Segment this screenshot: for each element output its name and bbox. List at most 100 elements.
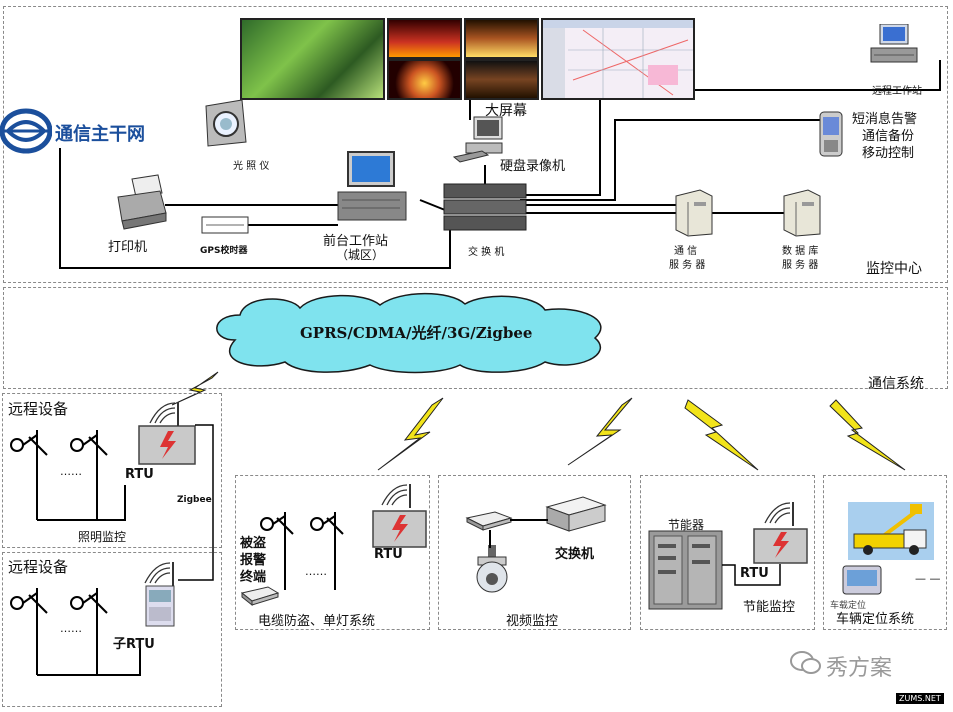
vehicle-gps-label: 车载定位: [830, 601, 867, 611]
wireless-signal-icon-2: [144, 562, 174, 586]
printer-icon: [112, 173, 170, 231]
video-wall: [240, 18, 695, 100]
bolt-icon-4: [684, 399, 759, 471]
remote-device-title-1: 远程设备: [8, 400, 69, 418]
network-switch-icon: [545, 495, 607, 535]
wireless-signal-icon-4: [764, 502, 794, 526]
switch-stack-icon: [442, 182, 528, 234]
network-cloud: [216, 292, 602, 374]
screen-night-river: [464, 59, 539, 100]
alarm-terminal-line3: 终端: [240, 570, 267, 585]
cloud-label: GPRS/CDMA/光纤/3G/Zigbee: [300, 324, 533, 342]
remote-device-box-1: [2, 393, 222, 548]
remote-device-title-2: 远程设备: [8, 558, 69, 576]
camera-switch-icon: [465, 510, 513, 532]
video-monitor-box: [438, 475, 631, 630]
gps-clock-label: GPS校时器: [200, 246, 248, 256]
front-workstation-line2: （城区）: [336, 248, 385, 262]
remote-device-box-2: [2, 552, 222, 707]
cable-caption: 电缆防盗、单灯系统: [258, 614, 376, 629]
energy-cabinet-icon: [648, 530, 723, 610]
remote-dots-2: ……: [60, 622, 82, 635]
dome-camera-icon: [472, 545, 512, 595]
remote-workstation-label: 远程工作站: [872, 86, 922, 97]
bolt-icon-5: [829, 399, 906, 471]
alarm-terminal-line1: 被盗: [240, 536, 267, 551]
wireless-signal-icon-3: [381, 484, 411, 508]
wireless-signal-icon-1: [149, 402, 179, 426]
bolt-icon-2: [377, 397, 444, 471]
printer-label: 打印机: [108, 240, 148, 255]
alarm-box-icon: [240, 585, 280, 607]
aerial-truck-icon: [848, 502, 934, 560]
cable-dots: ……: [305, 565, 327, 578]
comm-system-label: 通信系统: [868, 376, 924, 392]
bolt-icon-3: [567, 397, 633, 466]
front-workstation-icon: [336, 150, 408, 222]
video-caption: 视频监控: [506, 614, 559, 629]
switch-label: 交 换 机: [468, 247, 505, 258]
vehicle-positioning-box: [823, 475, 947, 630]
backbone-label: 通信主干网: [55, 124, 145, 145]
screen-night-dome: [387, 59, 462, 100]
wechat-icon: [790, 650, 822, 676]
photometer-label: 光 照 仪: [233, 161, 270, 172]
energy-saving-box: [640, 475, 815, 630]
sub-rtu-label: 子RTU: [113, 637, 155, 652]
photometer-icon: [198, 98, 250, 150]
video-switch-label: 交换机: [555, 547, 595, 562]
db-server-icon: [780, 188, 824, 238]
energy-caption: 节能监控: [743, 600, 796, 615]
monitor-center-zone: [3, 6, 948, 283]
map-graphic: [543, 20, 693, 98]
dvr-icon: [452, 115, 507, 170]
big-screen-label: 大屏幕: [485, 103, 527, 119]
screen-forest: [240, 18, 385, 100]
sub-rtu-meter-icon: [145, 585, 175, 627]
screen-night-tower: [387, 18, 462, 59]
mobile-phone-icon: [818, 110, 844, 158]
street-lights-1: [10, 430, 126, 521]
lighting-monitor-label: 照明监控: [78, 530, 127, 544]
remote-dots-1: ……: [60, 465, 82, 478]
monitor-center-label: 监控中心: [866, 261, 922, 277]
backbone-logo-icon: [0, 108, 53, 154]
screen-night-city: [464, 18, 539, 59]
zigbee-label: Zigbee: [177, 495, 212, 505]
vehicle-caption: 车辆定位系统: [836, 612, 915, 627]
sms-alarm-line1: 短消息告警: [852, 112, 918, 127]
street-lights-3: [260, 512, 344, 590]
front-workstation-line1: 前台工作站: [323, 234, 389, 249]
rtu-label-2: RTU: [374, 547, 403, 562]
db-server-line2: 服 务 器: [782, 260, 819, 271]
rtu-label-3: RTU: [740, 566, 769, 581]
db-server-line1: 数 据 库: [782, 246, 819, 257]
cable-antitheft-box: [235, 475, 430, 630]
comm-server-icon: [672, 188, 716, 238]
dvr-label: 硬盘录像机: [500, 159, 566, 174]
vehicle-gps-unit-icon: [842, 565, 882, 595]
sms-alarm-line3: 移动控制: [862, 146, 915, 161]
rtu-device-3: [753, 528, 808, 564]
gps-clock-icon: [200, 215, 250, 237]
comm-system-zone: [3, 287, 948, 389]
energy-saver-label: 节能器: [668, 518, 705, 532]
bolt-icon-1: [171, 371, 219, 406]
watermark-text: 秀方案: [826, 656, 893, 681]
vehicle-dash: — —: [915, 572, 941, 585]
watermark-site: ZUMS.NET: [896, 693, 944, 704]
screen-gis-map: [541, 18, 695, 100]
rtu-label-1: RTU: [125, 467, 154, 482]
street-lights-2: [10, 588, 141, 676]
rtu-device-1: [138, 425, 196, 465]
comm-server-line2: 服 务 器: [669, 260, 706, 271]
alarm-terminal-line2: 报警: [240, 553, 267, 568]
sms-alarm-line2: 通信备份: [862, 129, 915, 144]
rtu-device-2: [372, 510, 427, 548]
comm-server-line1: 通 信: [674, 246, 698, 257]
